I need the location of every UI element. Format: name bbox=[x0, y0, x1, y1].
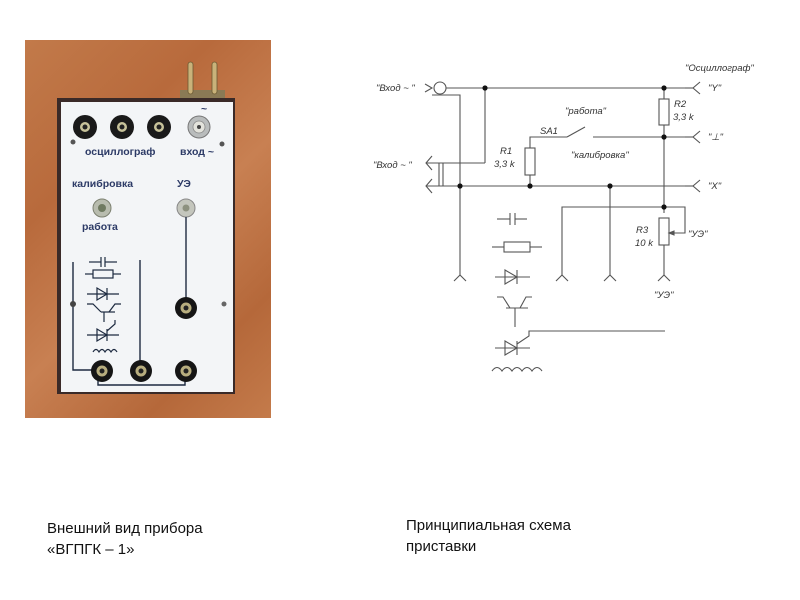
wire bbox=[561, 206, 686, 275]
capacitor-symbol bbox=[497, 213, 527, 225]
schematic-component-symbols bbox=[491, 213, 665, 372]
switch-sa1 bbox=[566, 126, 685, 138]
diode-symbol bbox=[87, 286, 119, 302]
caption-right-line1: Принципиальная схема bbox=[406, 517, 571, 534]
label-r1-value: 3,3 k bbox=[494, 159, 516, 170]
label-r2-value: 3,3 k bbox=[673, 112, 695, 123]
plug-pins bbox=[180, 61, 225, 102]
panel-component-symbols bbox=[85, 257, 121, 354]
transistor-symbol bbox=[497, 296, 532, 327]
panel-label-work: работа bbox=[82, 221, 118, 233]
label-r3-value: 10 k bbox=[635, 238, 654, 249]
potentiometer-r3 bbox=[658, 217, 675, 275]
resistor-symbol bbox=[492, 241, 542, 253]
panel-label-input: вход ~ bbox=[180, 146, 214, 158]
output-y-connector bbox=[692, 81, 701, 95]
resistor-r2 bbox=[658, 88, 670, 213]
transistor-symbol bbox=[87, 303, 121, 322]
device-photo-drawing: ~ осциллограф вход ~ калибровка УЭ работ… bbox=[57, 61, 235, 394]
ue-potentiometer-knob bbox=[176, 198, 196, 218]
label-input-bottom: "Вход ~ " bbox=[373, 160, 412, 171]
label-x-output: "X" bbox=[708, 181, 722, 192]
caption-left-line1: Внешний вид прибора bbox=[47, 520, 203, 537]
circuit-schematic: "Вход ~ " "Вход ~ " "Осциллограф" "Y" "⊥… bbox=[360, 55, 790, 385]
calibration-toggle-switch bbox=[92, 198, 112, 218]
terminal-symbols bbox=[453, 274, 671, 282]
label-r2-name: R2 bbox=[674, 99, 687, 110]
junction-dots bbox=[457, 85, 667, 210]
caption-device-appearance: Внешний вид прибора «ВГПГК – 1» bbox=[47, 518, 203, 560]
caption-schematic: Принципиальная схема приставки bbox=[406, 515, 571, 557]
inductor-symbol bbox=[92, 348, 118, 354]
caption-right-line2: приставки bbox=[406, 538, 477, 555]
bnc-input-connector bbox=[187, 115, 211, 139]
bottom-jacks bbox=[91, 360, 197, 382]
thyristor-symbol bbox=[495, 330, 665, 356]
thyristor-symbol bbox=[87, 320, 119, 343]
panel-label-oscilloscope: осциллограф bbox=[85, 146, 155, 158]
panel-label-calibration: калибровка bbox=[72, 178, 133, 190]
resistor-symbol bbox=[85, 269, 121, 279]
panel-label-tilde: ~ bbox=[201, 103, 207, 115]
label-switch-sa1: SA1 bbox=[540, 126, 558, 137]
label-switch-work: "работа" bbox=[565, 106, 607, 117]
label-ground-output: "⊥" bbox=[708, 132, 724, 143]
diode-symbol bbox=[495, 269, 530, 285]
screw bbox=[219, 141, 225, 147]
schematic-drawing: "Вход ~ " "Вход ~ " "Осциллограф" "Y" "⊥… bbox=[373, 63, 754, 372]
label-input-top: "Вход ~ " bbox=[376, 83, 415, 94]
label-r3-name: R3 bbox=[636, 225, 649, 236]
capacitor-symbol bbox=[89, 257, 117, 267]
oscilloscope-jacks bbox=[73, 115, 171, 139]
inductor-symbol bbox=[491, 366, 543, 372]
input-connector-bottom bbox=[425, 155, 685, 194]
label-y-output: "Y" bbox=[708, 83, 722, 94]
panel-label-ue: УЭ bbox=[177, 178, 191, 190]
screw bbox=[70, 139, 76, 145]
label-ue-terminal: "УЭ" bbox=[654, 290, 674, 301]
label-switch-calibration: "калибровка" bbox=[571, 150, 629, 161]
ue-jack bbox=[175, 297, 197, 319]
output-x-connector bbox=[692, 179, 701, 193]
panel-face bbox=[61, 102, 233, 392]
label-oscilloscope: "Осциллограф" bbox=[685, 63, 754, 74]
caption-left-line2: «ВГПГК – 1» bbox=[47, 541, 135, 558]
screw bbox=[70, 301, 76, 307]
output-ground-connector bbox=[692, 130, 701, 144]
device-photo: ~ осциллограф вход ~ калибровка УЭ работ… bbox=[25, 40, 271, 418]
resistor-r1 bbox=[524, 136, 567, 186]
label-r1-name: R1 bbox=[500, 146, 512, 157]
label-ue-wiper: "УЭ" bbox=[688, 229, 708, 240]
screw bbox=[221, 301, 227, 307]
